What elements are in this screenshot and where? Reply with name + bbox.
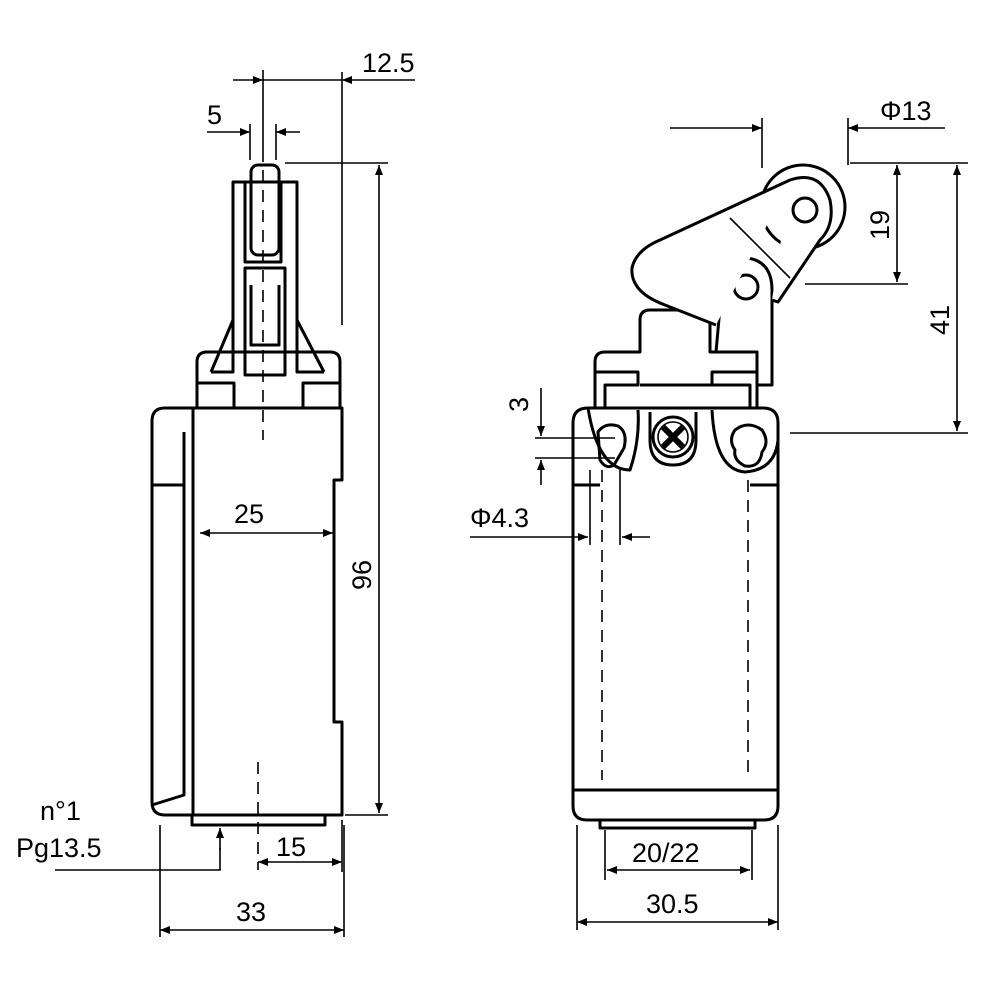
right-cable-entry [598, 818, 757, 830]
dim-96-label: 96 [347, 560, 377, 590]
dim-25-label: 25 [234, 499, 264, 529]
screw-recess [648, 412, 698, 467]
mount-slot-left [596, 423, 627, 469]
dim-phi13-label: Φ13 [880, 96, 932, 126]
dim-33-label: 33 [236, 897, 266, 927]
dim-19-label: 19 [865, 210, 895, 240]
entry-thread-label: Pg13.5 [16, 833, 102, 863]
left-head [195, 350, 342, 408]
dim-12-5-label: 12.5 [362, 48, 415, 78]
right-body-outline [571, 406, 780, 822]
dim-5-label: 5 [207, 100, 222, 130]
mount-lobe-right [710, 409, 780, 474]
left-body-outline [150, 406, 344, 817]
mount-slot-right [730, 423, 768, 468]
left-plunger [249, 163, 281, 257]
left-plunger-tower [209, 180, 326, 373]
left-plunger-inner [249, 285, 281, 347]
dim-41-label: 41 [925, 305, 955, 335]
left-body-lip [152, 432, 186, 487]
right-front-view: Φ13 19 41 3 Φ4.3 20/22 30.5 [470, 96, 968, 930]
left-body-cover-edge [151, 485, 186, 807]
lever-arm [630, 176, 833, 327]
dim-30-5-label: 30.5 [646, 889, 699, 919]
dim-15-label: 15 [276, 832, 306, 862]
right-head [593, 308, 759, 408]
left-side-view: 12.5 5 96 25 15 33 n°1 Pg13.5 [16, 48, 415, 937]
left-tower-shoulders [211, 268, 324, 374]
left-head-block-l [195, 381, 236, 410]
mount-lobe-left [586, 407, 640, 472]
screw-head [651, 415, 695, 459]
screw-cross-icon [660, 424, 686, 450]
dim-20-22-label: 20/22 [632, 838, 700, 868]
right-head-blocks [595, 370, 757, 408]
entry-number-label: n°1 [40, 796, 81, 826]
left-head-block-r [301, 381, 342, 410]
lever-fold-line [729, 217, 791, 279]
dim-3-label: 3 [504, 397, 534, 412]
roller-axle-hole [791, 196, 819, 224]
left-plunger-channel [243, 266, 287, 377]
dim-phi4-3-label: Φ4.3 [470, 503, 529, 533]
